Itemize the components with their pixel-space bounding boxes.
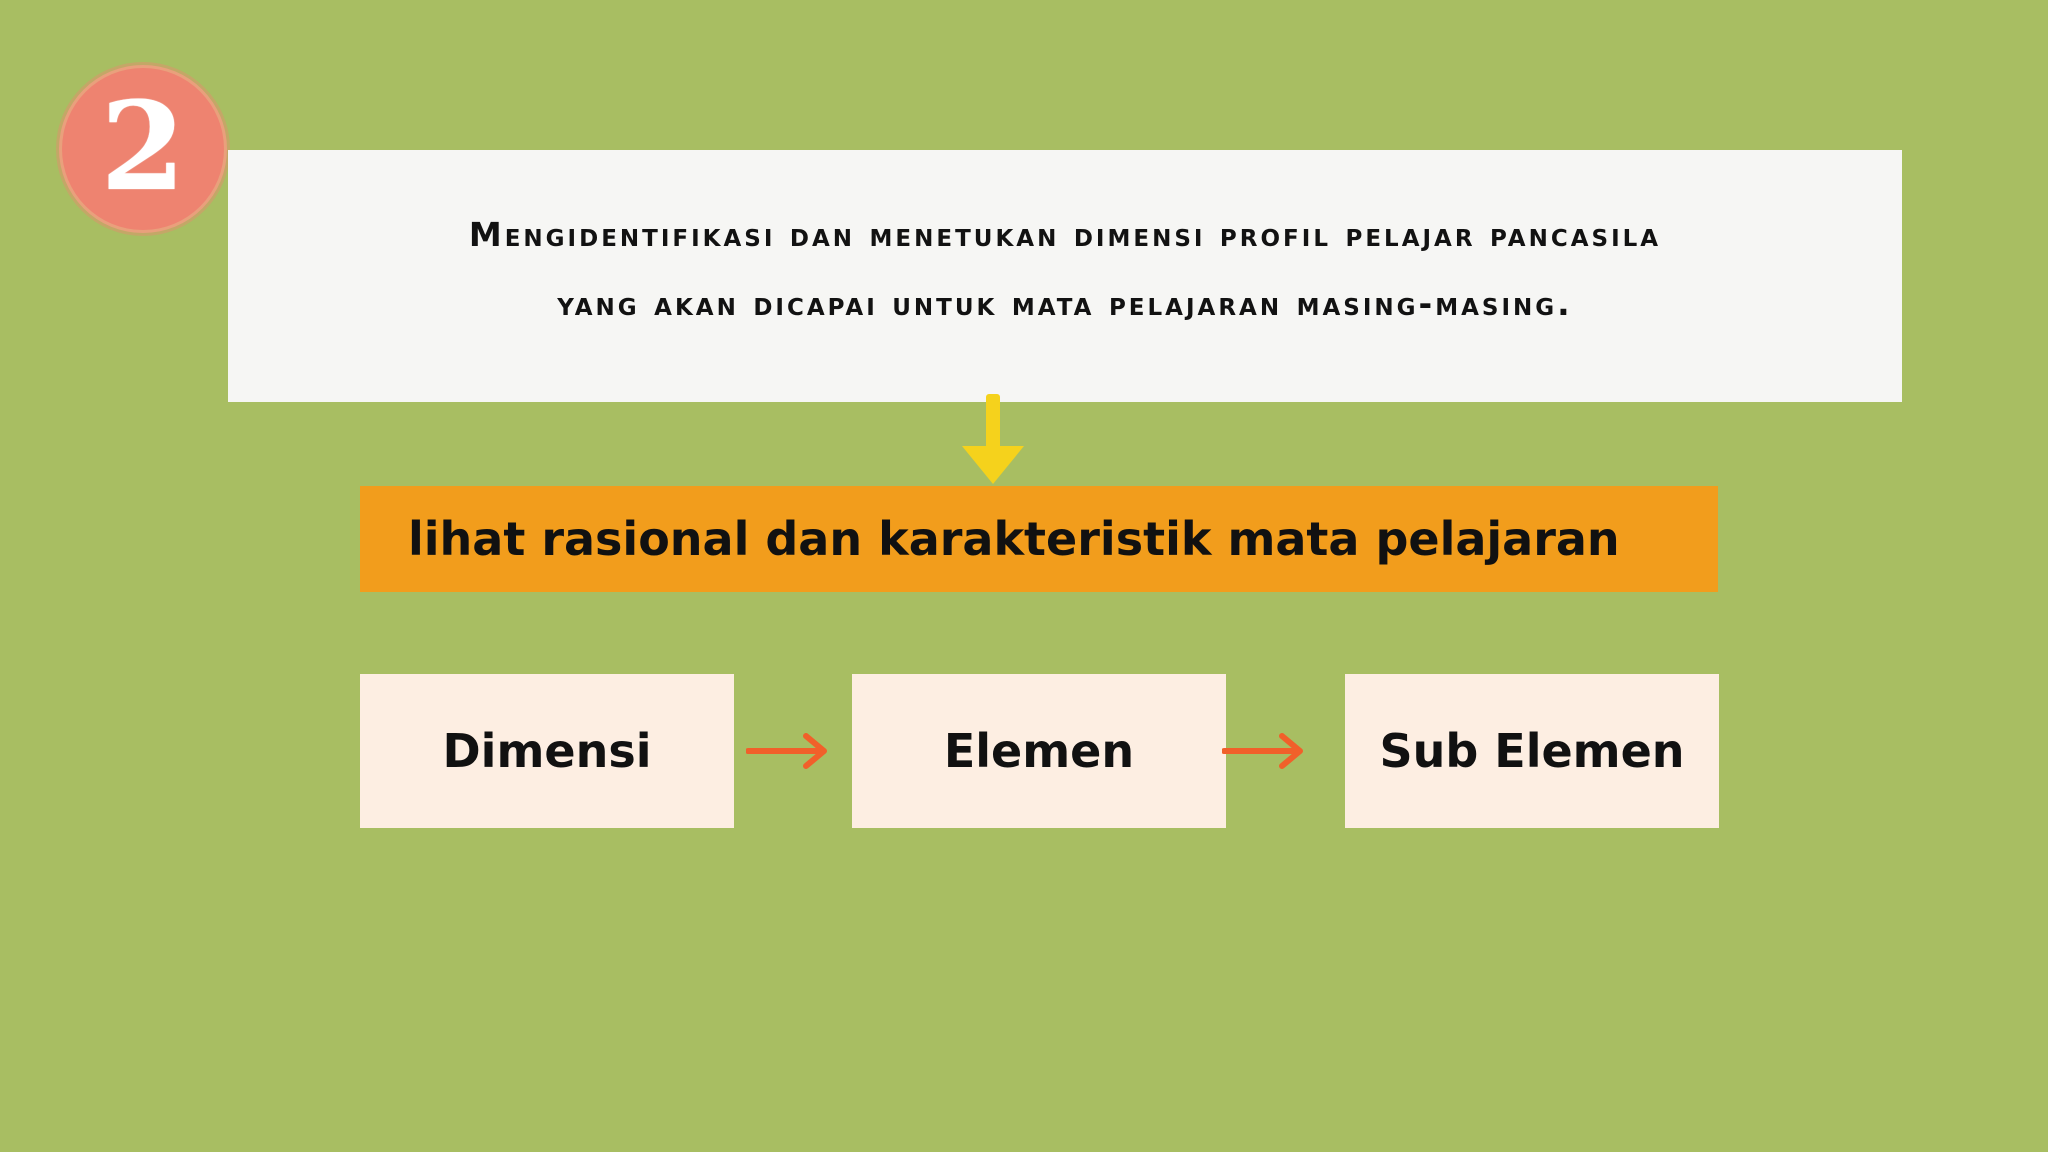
- highlight-bar: lihat rasional dan karakteristik mata pe…: [360, 486, 1718, 592]
- step-number-badge: 2: [62, 68, 224, 230]
- highlight-text: lihat rasional dan karakteristik mata pe…: [408, 512, 1620, 566]
- right-arrow-icon: [1222, 733, 1303, 769]
- flow-box-sub-elemen: Sub Elemen: [1345, 674, 1719, 828]
- down-arrow-icon: [962, 394, 1024, 484]
- instruction-card: Mengidentifikasi dan menetukan dimensi p…: [228, 150, 1902, 402]
- right-arrow-icon: [746, 733, 827, 769]
- instruction-text: Mengidentifikasi dan menetukan dimensi p…: [468, 215, 1662, 323]
- flow-box-elemen: Elemen: [852, 674, 1226, 828]
- step-number: 2: [100, 74, 186, 218]
- flow-box-dimensi: Dimensi: [360, 674, 734, 828]
